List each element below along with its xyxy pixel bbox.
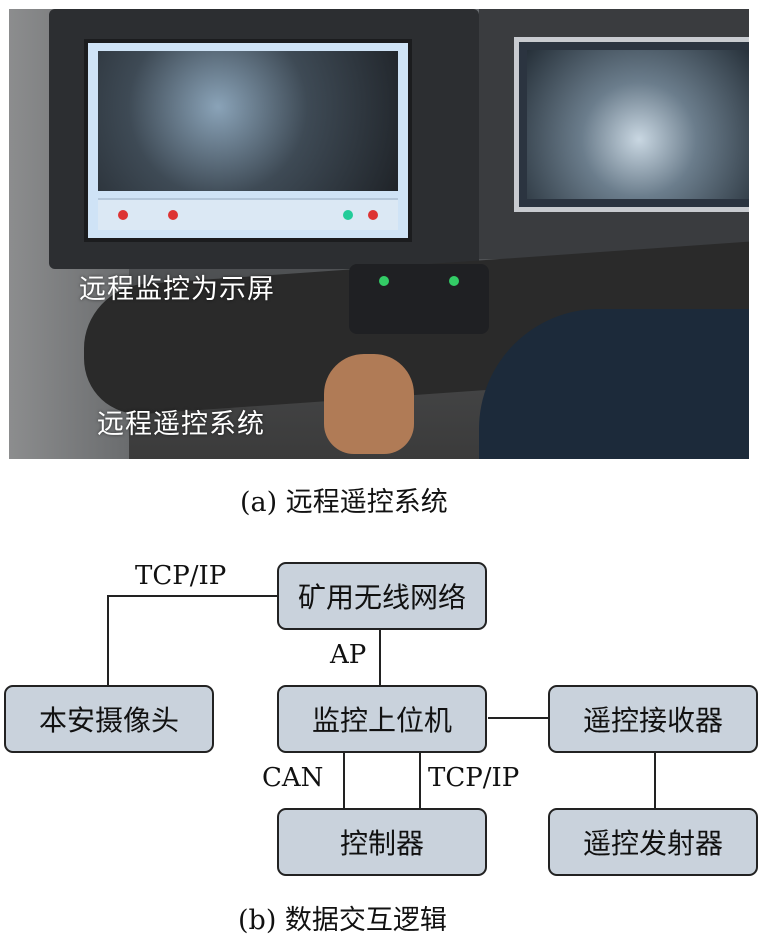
- monitor-screen-right: [514, 37, 749, 212]
- edge-label-tcpip-bottom: TCP/IP: [428, 763, 520, 793]
- video-feed-right: [527, 50, 749, 199]
- monitor-label: 远程监控为示屏: [79, 274, 275, 305]
- operator-arm: [479, 309, 749, 459]
- node-remote-transmitter: 遥控发射器: [548, 808, 758, 876]
- remote-control-photo: 远程监控为示屏 远程遥控系统: [9, 9, 749, 459]
- edge-label-ap: AP: [330, 640, 367, 670]
- node-mine-wireless-network: 矿用无线网络: [277, 562, 487, 630]
- operator-hand: [324, 354, 414, 454]
- node-safe-camera: 本安摄像头: [4, 685, 214, 753]
- node-controller: 控制器: [277, 808, 487, 876]
- monitor-screen-left: [84, 39, 412, 242]
- remote-system-label: 远程遥控系统: [97, 409, 265, 440]
- node-remote-receiver: 遥控接收器: [548, 685, 758, 753]
- video-feed-left: [98, 51, 398, 191]
- caption-b: (b) 数据交互逻辑: [238, 905, 447, 936]
- edge-label-tcpip-top: TCP/IP: [135, 561, 227, 591]
- caption-a: (a) 远程遥控系统: [240, 487, 448, 518]
- node-monitoring-host: 监控上位机: [277, 685, 487, 753]
- edge-camera-wireless: [107, 595, 277, 685]
- screen-control-strip: [98, 198, 398, 230]
- edge-label-can: CAN: [262, 763, 324, 793]
- joystick-panel: [349, 264, 489, 334]
